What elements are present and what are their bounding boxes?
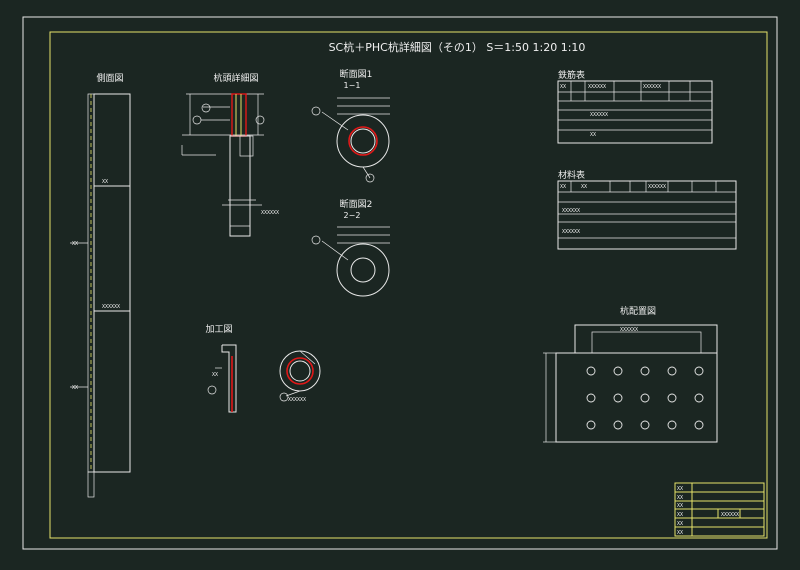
title-block-cell-4: XX bbox=[677, 512, 683, 518]
material-cell-4: XXXXXX bbox=[562, 208, 580, 214]
pile-head-note: XXXXXX bbox=[261, 210, 279, 216]
section2-mark: 2−2 bbox=[344, 211, 361, 220]
side-dim-2: XX bbox=[72, 241, 78, 247]
pile-circle bbox=[613, 366, 623, 376]
side-dim-4: XX bbox=[72, 385, 78, 391]
pile-circle bbox=[694, 393, 704, 403]
side-dim-3: XXXXXX bbox=[102, 304, 120, 310]
processing-note-2: XXXXXX bbox=[288, 397, 306, 403]
pile-circle bbox=[586, 393, 596, 403]
pile-circle bbox=[586, 366, 596, 376]
material-cell-3: XXXXXX bbox=[648, 184, 666, 190]
layout-dim-top: XXXXXX bbox=[620, 327, 638, 333]
rebar-cell-2: XXXXXX bbox=[588, 84, 606, 90]
pile-circle bbox=[613, 420, 623, 430]
side-dim-1: XX bbox=[102, 179, 108, 185]
side-view-label: 側面図 bbox=[96, 72, 123, 84]
title-block-cell-3: XX bbox=[677, 503, 683, 509]
pile-circle bbox=[640, 393, 650, 403]
pile-head-label: 杭頭詳細図 bbox=[213, 72, 258, 84]
layout-label: 杭配置図 bbox=[620, 305, 656, 317]
rebar-table-label: 鉄筋表 bbox=[558, 69, 585, 81]
rebar-cell-4: XXXXXX bbox=[590, 112, 608, 118]
material-cell-2: XX bbox=[581, 184, 587, 190]
processing-label: 加工図 bbox=[205, 324, 232, 335]
material-table-label: 材料表 bbox=[558, 169, 585, 181]
section2-drawing bbox=[311, 226, 390, 297]
title-block-cell-5: XX bbox=[677, 521, 683, 527]
rebar-table bbox=[557, 80, 713, 144]
drawing-border bbox=[49, 31, 768, 539]
drawing-title: SC杭＋PHC杭詳細図（その1） S＝1:50 1:20 1:10 bbox=[329, 40, 586, 54]
material-cell-5: XXXXXX bbox=[562, 229, 580, 235]
section2-label: 断面図2 bbox=[340, 198, 373, 210]
pile-circle bbox=[667, 366, 677, 376]
material-table bbox=[557, 180, 737, 250]
processing-note-1: XX bbox=[212, 372, 218, 378]
pile-layout bbox=[543, 324, 718, 443]
pile-circle bbox=[694, 366, 704, 376]
pile-circle bbox=[640, 420, 650, 430]
pile-circle bbox=[586, 420, 596, 430]
section1-drawing bbox=[311, 97, 390, 183]
title-block bbox=[674, 482, 765, 537]
rebar-cell-3: XXXXXX bbox=[643, 84, 661, 90]
pile-circle bbox=[694, 420, 704, 430]
pile-circle bbox=[667, 393, 677, 403]
pile-circle bbox=[640, 366, 650, 376]
pile-head-detail bbox=[181, 93, 265, 237]
pile-circle bbox=[613, 393, 623, 403]
section1-mark: 1−1 bbox=[344, 81, 361, 90]
pile-circle bbox=[667, 420, 677, 430]
title-block-cell-2: XX bbox=[677, 495, 683, 501]
rebar-cell-5: XX bbox=[590, 132, 596, 138]
outer-frame bbox=[22, 16, 778, 550]
section1-label: 断面図1 bbox=[340, 68, 373, 80]
pile-grid bbox=[586, 366, 704, 430]
processing-drawing bbox=[207, 344, 321, 413]
rebar-cell-1: XX bbox=[560, 84, 566, 90]
title-block-cell-6: XX bbox=[677, 530, 683, 536]
title-block-cell-7: XXXXXX bbox=[721, 512, 739, 518]
side-view bbox=[70, 93, 131, 498]
title-block-cell-1: XX bbox=[677, 486, 683, 492]
material-cell-1: XX bbox=[560, 184, 566, 190]
